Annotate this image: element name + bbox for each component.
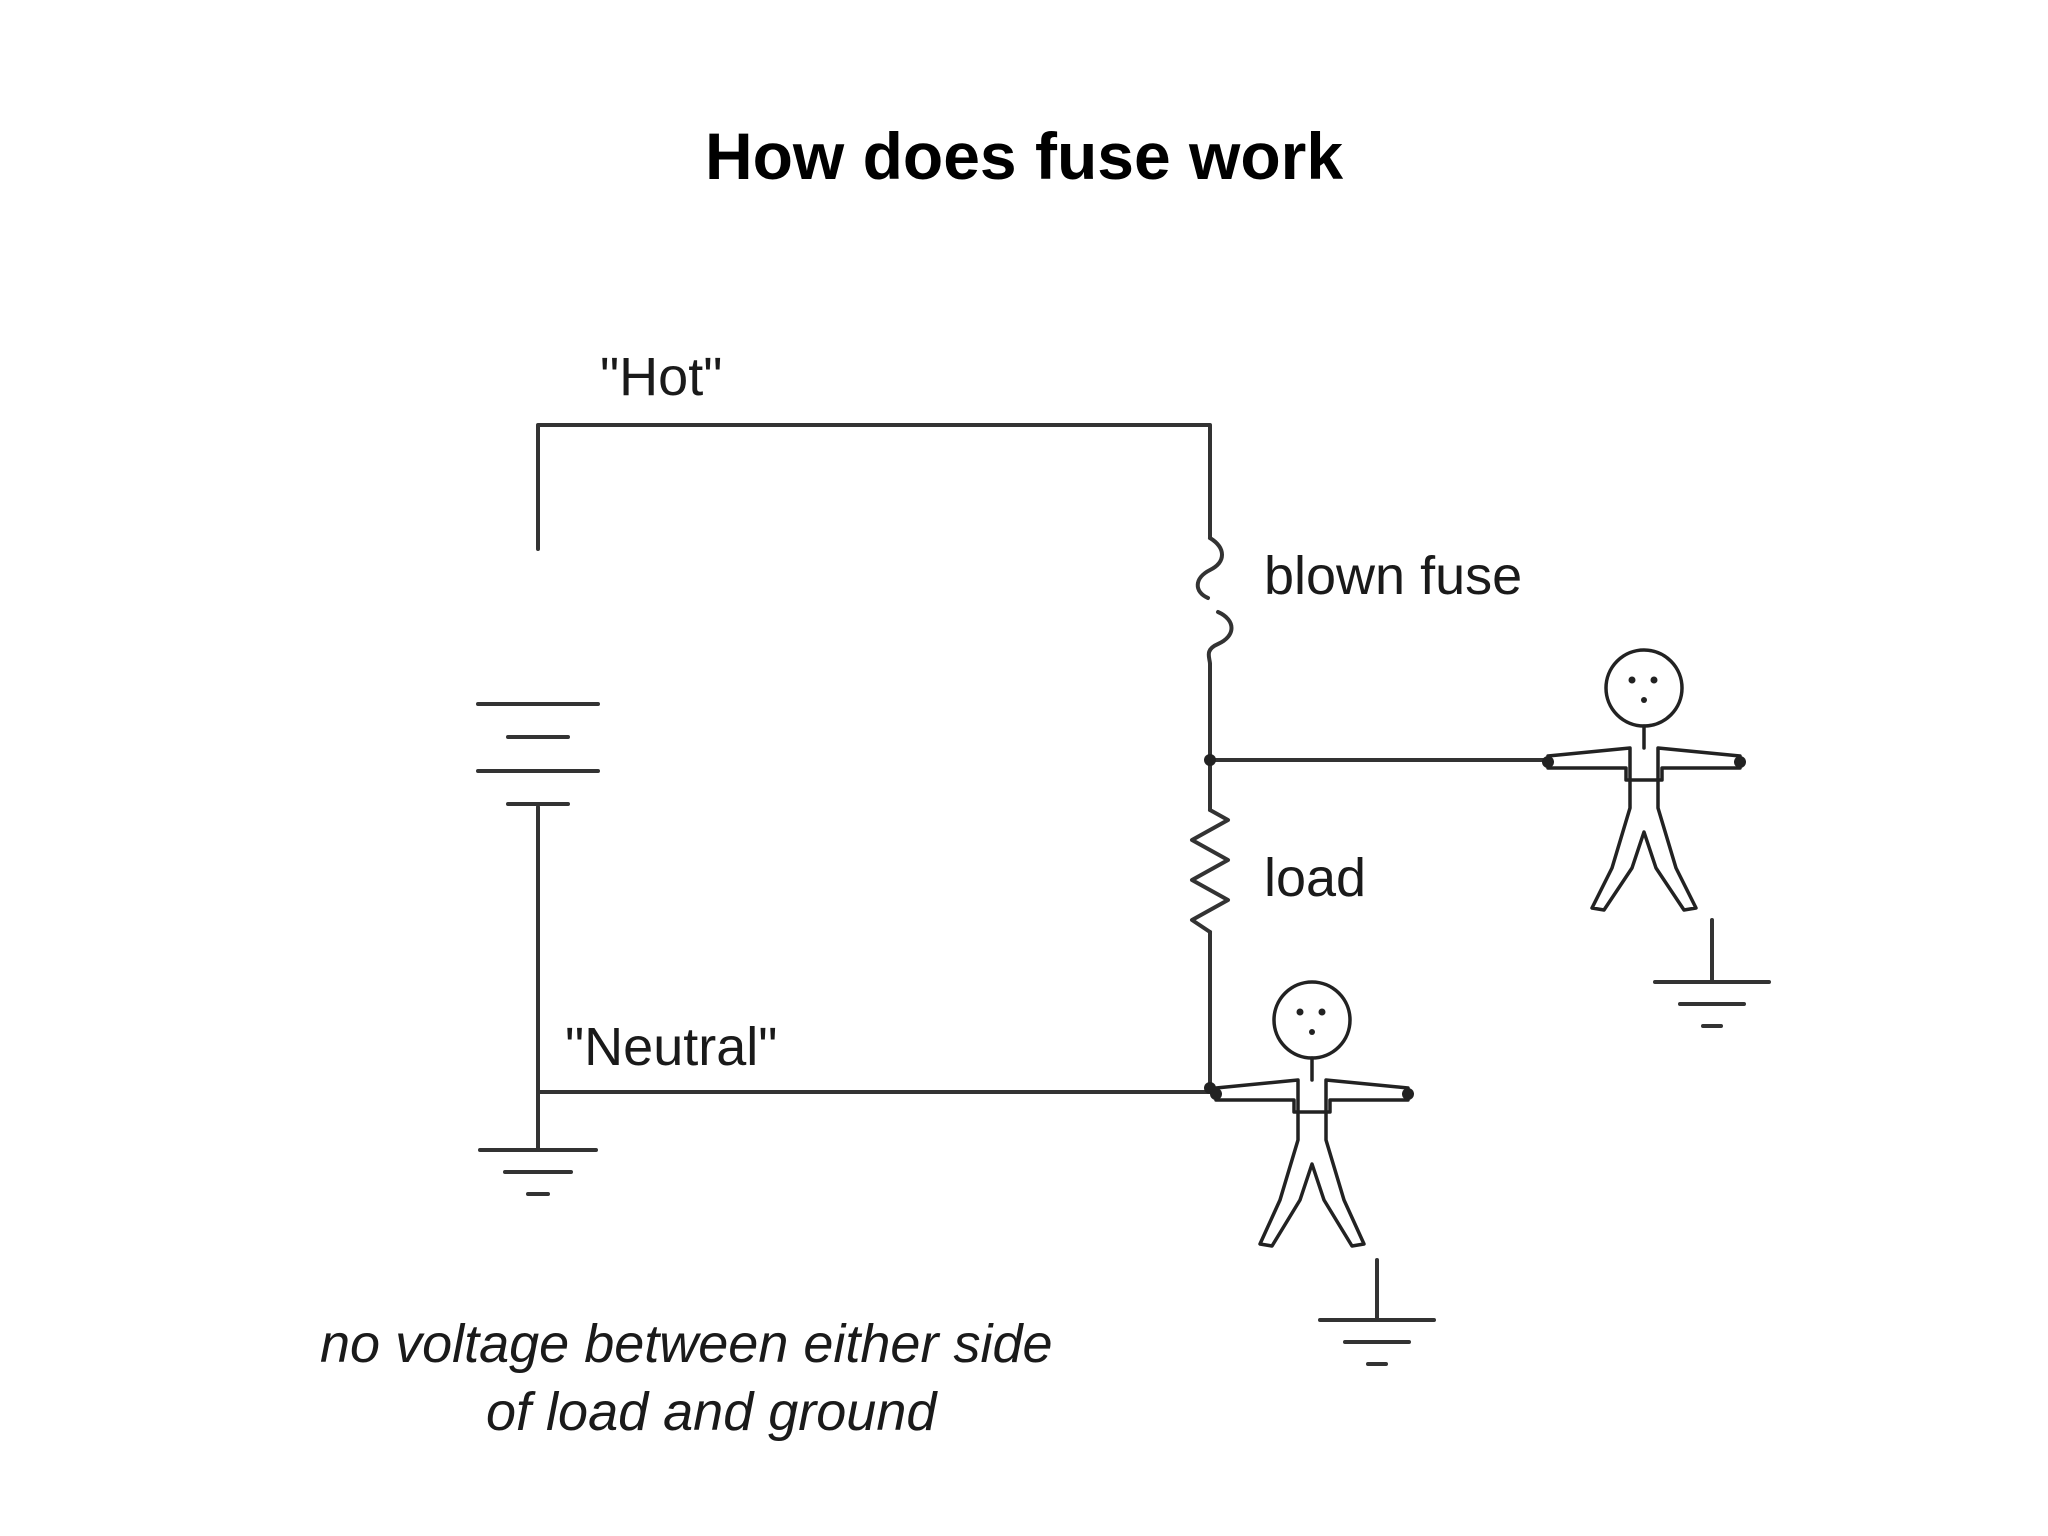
- load-label: load: [1264, 848, 1366, 908]
- battery-symbol: [476, 702, 600, 806]
- neutral-label: "Neutral": [565, 1017, 777, 1077]
- blown-fuse-symbol: [1195, 536, 1234, 666]
- hot-wire: [536, 423, 1212, 551]
- caption-line-2: of load and ground: [486, 1382, 938, 1442]
- ground-symbol-right: [1653, 918, 1771, 1028]
- fuse-label: blown fuse: [1264, 546, 1522, 606]
- slide-title: How does fuse work: [704, 119, 1344, 193]
- ground-symbol-left: [478, 1090, 598, 1196]
- person-figure-right: [1546, 648, 1742, 912]
- caption-line-1: no voltage between either side: [320, 1314, 1053, 1374]
- ground-symbol-bottom: [1318, 1258, 1436, 1366]
- load-resistor-symbol: [1190, 808, 1230, 934]
- person-figure-bottom: [1214, 980, 1410, 1248]
- junction-dot: [1204, 754, 1216, 766]
- hot-label: "Hot": [600, 347, 722, 407]
